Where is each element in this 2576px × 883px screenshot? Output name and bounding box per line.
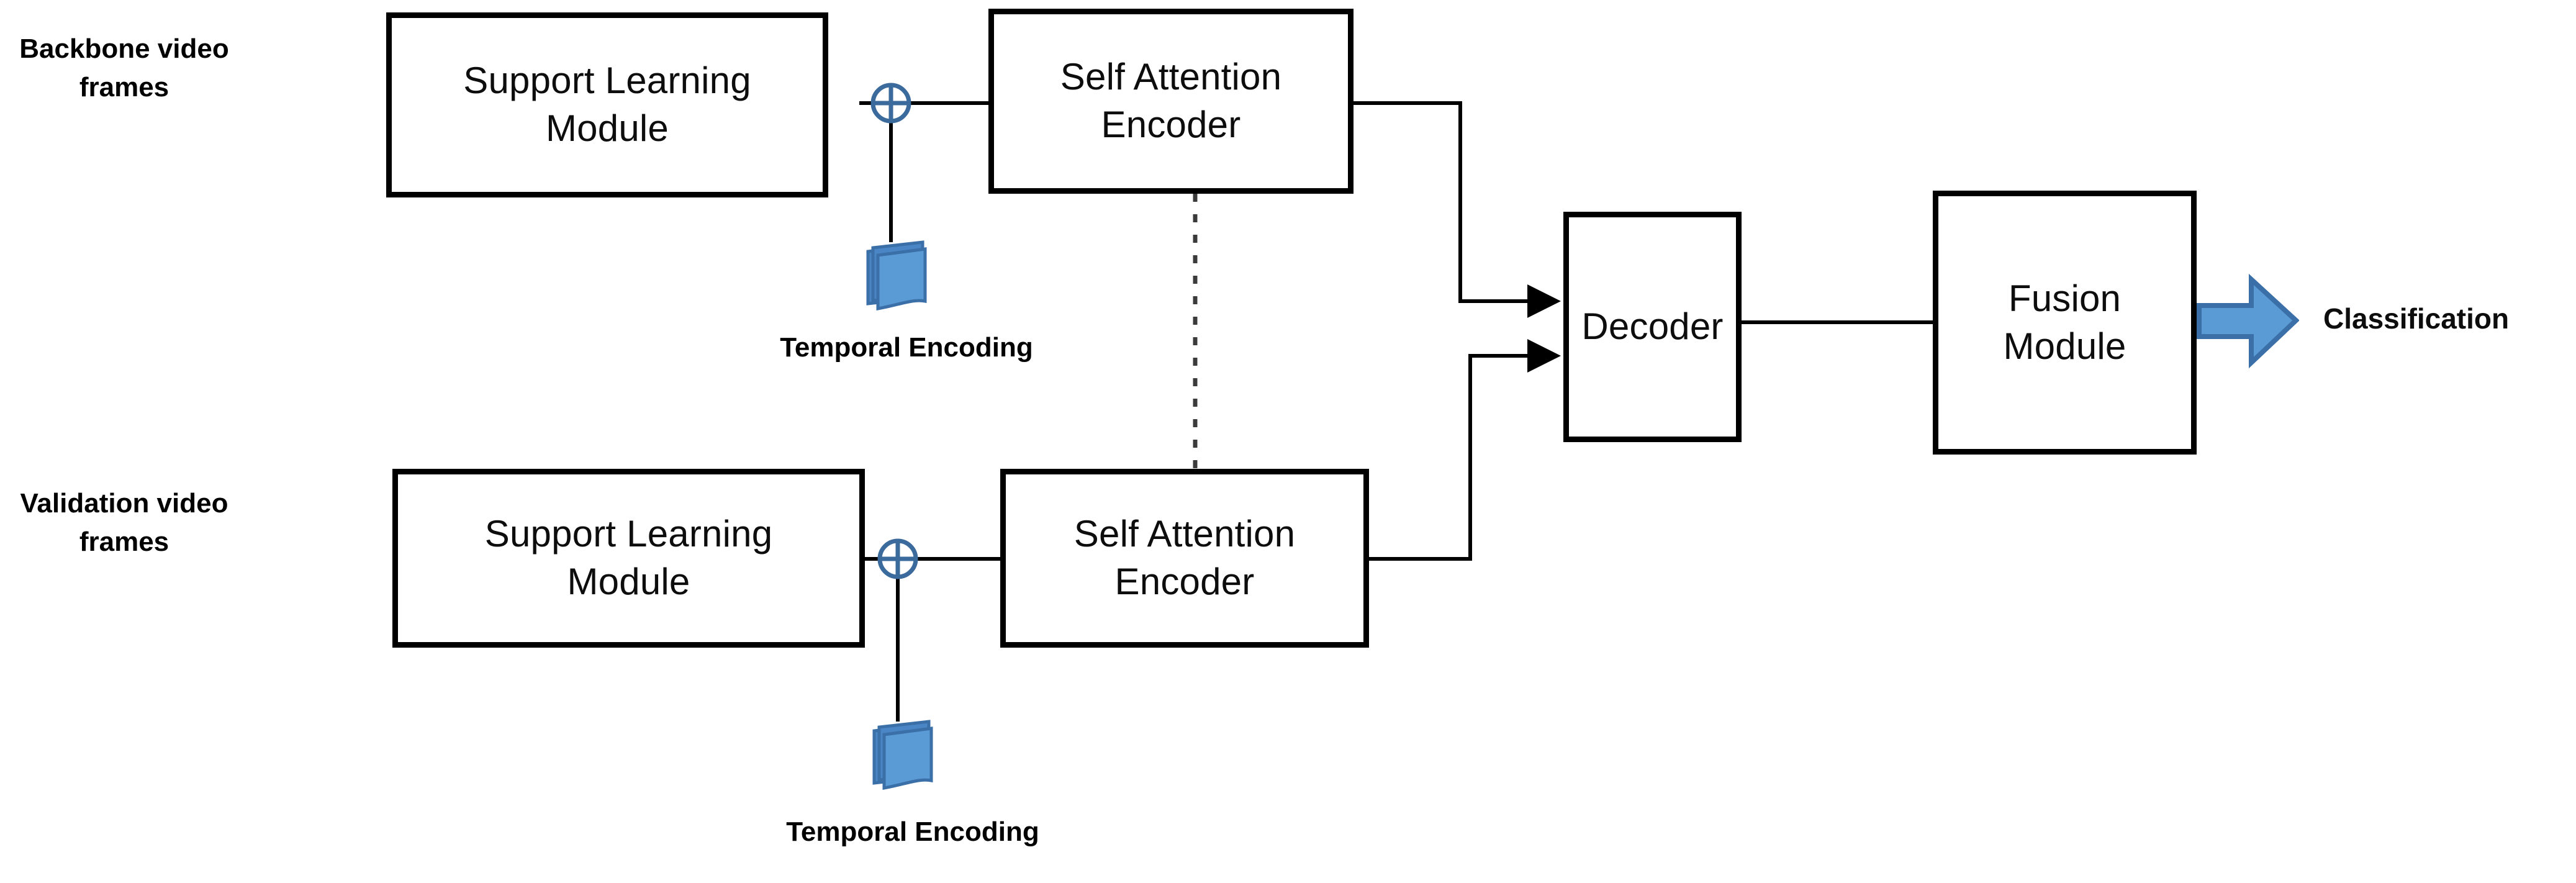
classification-output-label: Classification — [2323, 302, 2510, 335]
self-attention-encoder-top[interactable]: Self Attention Encoder — [988, 9, 1354, 194]
add-operator-top-icon[interactable] — [870, 82, 912, 124]
wire-sae-bottom-to-decoder — [1369, 339, 1561, 561]
decoder-box[interactable]: Decoder — [1563, 212, 1742, 442]
input-label-validation-line2: frames — [79, 527, 169, 558]
wire-sae-top-to-decoder — [1349, 101, 1561, 318]
self-attention-encoder-bottom-line1: Self Attention — [1073, 513, 1296, 555]
support-learning-module-bottom-line1: Support Learning — [484, 513, 773, 555]
support-learning-module-top-line1: Support Learning — [463, 60, 751, 102]
add-operator-bottom-icon[interactable] — [877, 538, 919, 580]
stacked-pages-icon-bottom — [872, 720, 933, 790]
support-learning-module-bottom-line2: Module — [567, 561, 690, 602]
temporal-encoding-caption-top: Temporal Encoding — [780, 332, 1033, 363]
self-attention-encoder-bottom[interactable]: Self Attention Encoder — [1000, 469, 1369, 648]
fusion-module-box[interactable]: Fusion Module — [1933, 191, 2197, 455]
self-attention-encoder-top-line1: Self Attention — [1060, 56, 1282, 98]
fusion-module-line1: Fusion — [2008, 277, 2122, 319]
input-label-backbone-video-frames: Backbone video frames — [0, 30, 248, 107]
decoder-label: Decoder — [1581, 306, 1724, 348]
input-label-backbone-line2: frames — [79, 72, 169, 103]
input-label-backbone-line1: Backbone video — [19, 34, 229, 64]
support-learning-module-top[interactable]: Support Learning Module — [386, 12, 828, 197]
support-learning-module-top-line2: Module — [546, 107, 669, 149]
input-label-validation-video-frames: Validation video frames — [0, 484, 248, 562]
support-learning-module-bottom[interactable]: Support Learning Module — [392, 469, 865, 648]
stacked-pages-icon-top — [866, 240, 927, 310]
self-attention-encoder-bottom-line2: Encoder — [1114, 561, 1255, 602]
temporal-encoding-caption-bottom: Temporal Encoding — [786, 817, 1039, 847]
fusion-module-line2: Module — [2003, 325, 2126, 367]
input-label-validation-line1: Validation video — [20, 488, 228, 518]
self-attention-encoder-top-line2: Encoder — [1101, 104, 1241, 145]
block-arrow-right-icon — [2197, 273, 2299, 369]
